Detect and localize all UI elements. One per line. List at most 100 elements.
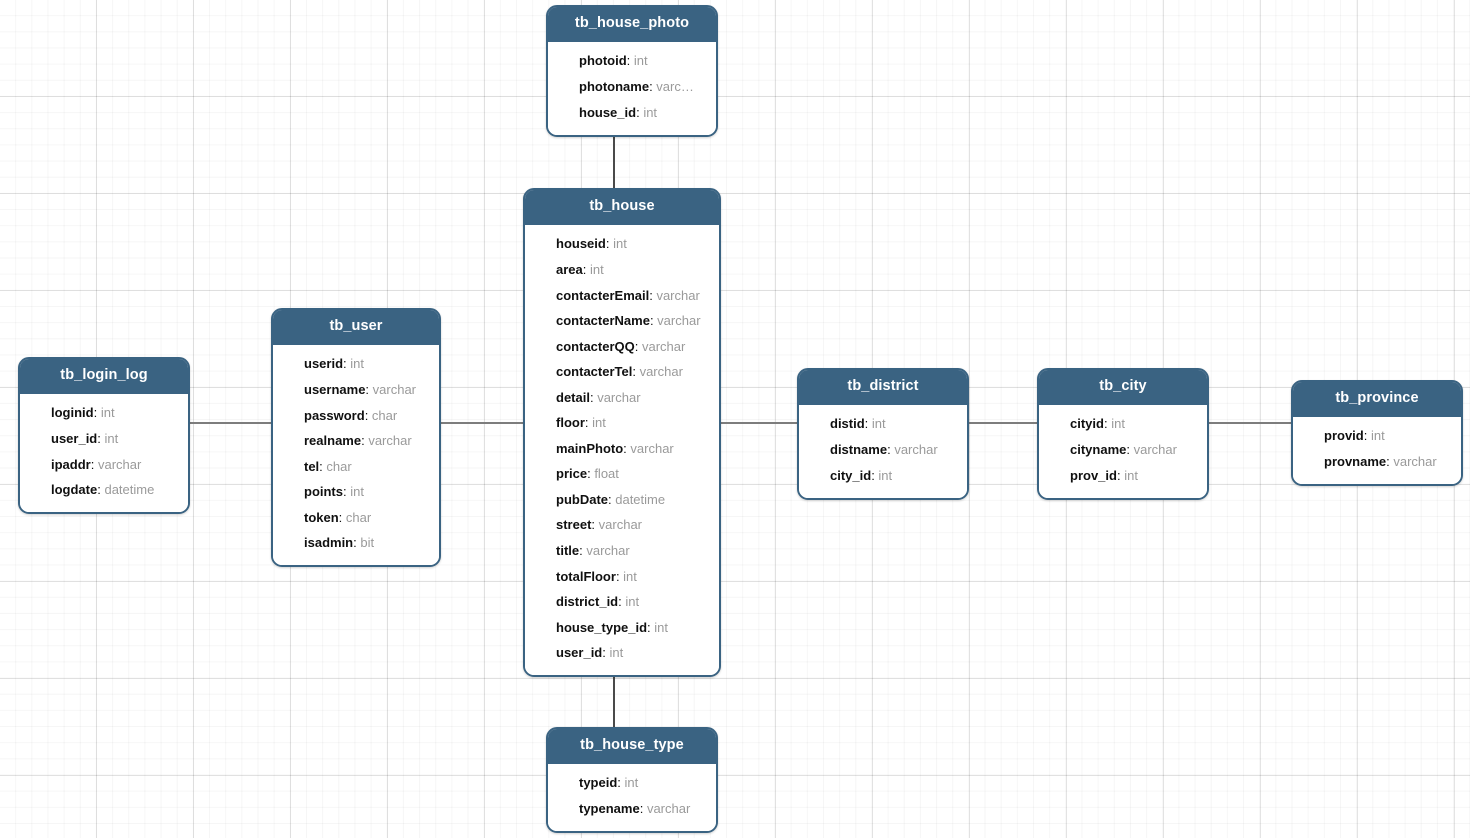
attribute-name: ipaddr: [51, 456, 91, 472]
attribute-type: int: [643, 104, 658, 120]
entity-title-tb_user: tb_user: [273, 310, 439, 345]
attribute-row[interactable]: ipaddr: varchar: [51, 456, 142, 472]
attribute-row[interactable]: typename: varchar: [579, 800, 691, 816]
attribute-type: varchar: [656, 287, 700, 303]
relationship-line-tb_district-tb_city[interactable]: [968, 422, 1038, 424]
entity-title-tb_province: tb_province: [1293, 382, 1461, 417]
attribute-name: isadmin: [304, 535, 354, 551]
entity-attributes-tb_city: cityid: int cityname: varchar prov_id: int: [1039, 404, 1207, 498]
attribute-row[interactable]: district_id: int: [556, 594, 640, 610]
attribute-row[interactable]: loginid: int: [51, 405, 115, 421]
relationship-line-tb_house-tb_district[interactable]: [720, 422, 798, 424]
attribute-row[interactable]: token: char: [304, 509, 372, 525]
attribute-row[interactable]: photoname: varc…: [579, 78, 694, 94]
attribute-row[interactable]: provid: int: [1324, 428, 1385, 444]
attribute-row[interactable]: username: varchar: [304, 381, 417, 397]
attribute-type: int: [871, 416, 886, 432]
attribute-row[interactable]: photoid: int: [579, 53, 648, 69]
attribute-type: int: [1124, 467, 1138, 483]
relationship-line-tb_user-tb_house[interactable]: [440, 422, 524, 424]
attribute-type: varchar: [586, 543, 630, 558]
attribute-row[interactable]: pubDate: datetime: [556, 491, 666, 507]
attribute-type: int: [1370, 428, 1385, 444]
attribute-name: typeid: [579, 775, 618, 791]
entity-attributes-tb_house: houseid: int area: int contacterEmail: var…: [525, 224, 719, 676]
attribute-row[interactable]: isadmin: bit: [304, 535, 375, 551]
attribute-name: house_type_id: [556, 619, 648, 635]
attribute-row[interactable]: contacterTel: varchar: [556, 364, 683, 380]
attribute-name: price: [556, 466, 588, 482]
attribute-row[interactable]: distid: int: [830, 416, 886, 432]
attribute-name: token: [304, 509, 339, 525]
entity-table-tb_user[interactable]: tb_user userid: int username: varchar passw…: [271, 308, 441, 568]
attribute-row[interactable]: floor: int: [556, 415, 606, 431]
attribute-row[interactable]: user_id: int: [51, 430, 119, 446]
attribute-row[interactable]: points: int: [304, 484, 364, 500]
attribute-row[interactable]: houseid: int: [556, 236, 627, 252]
relationship-line-tb_house-tb_house_type[interactable]: [613, 666, 615, 728]
attribute-type: varchar: [641, 338, 686, 354]
attribute-row[interactable]: street: varchar: [556, 517, 643, 533]
attribute-row[interactable]: userid: int: [304, 356, 364, 372]
attribute-row[interactable]: city_id: int: [830, 467, 893, 483]
attribute-type: varchar: [598, 517, 643, 533]
attribute-type: int: [104, 430, 119, 446]
attribute-name: userid: [304, 356, 344, 372]
attribute-name: mainPhoto: [556, 440, 624, 456]
attribute-type: varchar: [1133, 441, 1177, 457]
attribute-type: varchar: [97, 456, 142, 472]
attribute-name: city_id: [830, 467, 872, 483]
attribute-row[interactable]: contacterName: varchar: [556, 313, 701, 329]
attribute-row[interactable]: detail: varchar: [556, 389, 641, 405]
entity-title-tb_house_photo: tb_house_photo: [548, 7, 716, 42]
attribute-row[interactable]: password: char: [304, 407, 398, 423]
attribute-name: username: [304, 381, 366, 397]
attribute-name: loginid: [51, 405, 94, 421]
attribute-row[interactable]: area: int: [556, 261, 604, 277]
attribute-name: prov_id: [1070, 467, 1117, 483]
attribute-row[interactable]: mainPhoto: varchar: [556, 440, 674, 456]
attribute-row[interactable]: house_id: int: [579, 104, 658, 120]
attribute-name: house_id: [579, 104, 637, 120]
attribute-name: cityname: [1070, 441, 1127, 457]
attribute-row[interactable]: typeid: int: [579, 775, 639, 791]
attribute-row[interactable]: totalFloor: int: [556, 568, 637, 584]
attribute-row[interactable]: logdate: datetime: [51, 482, 155, 498]
attribute-row[interactable]: user_id: int: [556, 645, 624, 661]
entity-table-tb_house_photo[interactable]: tb_house_photo photoid: int photoname: var…: [546, 5, 718, 137]
attribute-row[interactable]: cityname: varchar: [1070, 441, 1177, 457]
attribute-row[interactable]: contacterEmail: varchar: [556, 287, 700, 303]
entity-attributes-tb_house_type: typeid: int typename: varchar: [548, 763, 716, 832]
attribute-name: totalFloor: [556, 568, 616, 584]
attribute-row[interactable]: provname: varchar: [1324, 453, 1437, 469]
attribute-name: pubDate: [556, 491, 608, 507]
relationship-line-tb_city-tb_province[interactable]: [1208, 422, 1292, 424]
attribute-row[interactable]: house_type_id: int: [556, 619, 668, 635]
attribute-row[interactable]: prov_id: int: [1070, 467, 1138, 483]
attribute-row[interactable]: tel: char: [304, 458, 352, 474]
attribute-row[interactable]: contacterQQ: varchar: [556, 338, 686, 354]
attribute-name: contacterEmail: [556, 287, 650, 303]
attribute-type: int: [623, 568, 637, 584]
attribute-name: cityid: [1070, 416, 1104, 432]
attribute-name: distid: [830, 416, 865, 432]
entity-table-tb_province[interactable]: tb_province provid: int provname: varchar: [1291, 380, 1463, 487]
attribute-row[interactable]: price: float: [556, 466, 619, 482]
attribute-row[interactable]: title: varchar: [556, 543, 630, 558]
attribute-name: houseid: [556, 236, 606, 252]
attribute-name: photoid: [579, 53, 627, 69]
attribute-row[interactable]: cityid: int: [1070, 416, 1125, 432]
attribute-row[interactable]: distname: varchar: [830, 441, 938, 457]
attribute-type: varchar: [657, 313, 701, 329]
relationship-line-tb_house_photo-tb_house[interactable]: [613, 129, 615, 189]
relationship-line-tb_login_log-tb_user[interactable]: [189, 422, 272, 424]
entity-table-tb_house[interactable]: tb_house houseid: int area: int contacterEm…: [523, 188, 721, 678]
attribute-row[interactable]: realname: varchar: [304, 433, 412, 449]
entity-title-tb_house: tb_house: [525, 190, 719, 225]
attribute-type: int: [654, 619, 668, 635]
